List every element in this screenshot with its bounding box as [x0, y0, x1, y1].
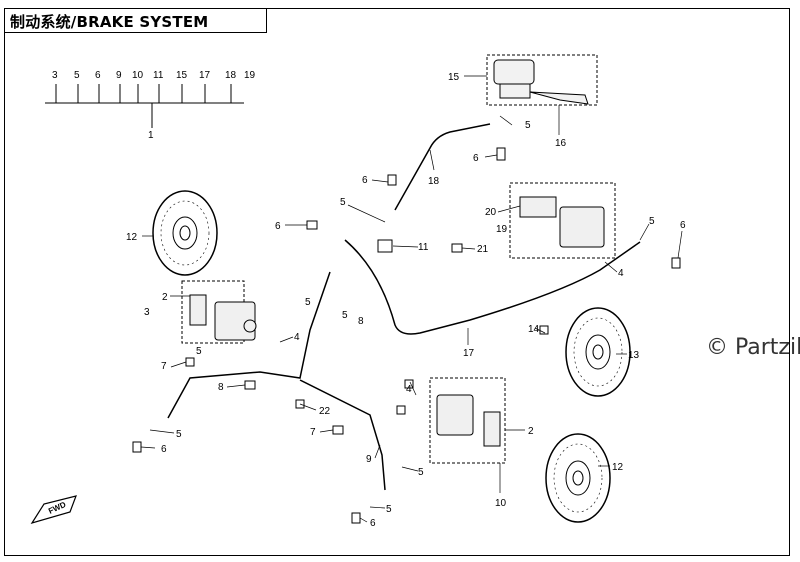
kit-bracket: [45, 84, 244, 128]
callout-6: 6: [370, 518, 376, 529]
callout-17: 17: [463, 348, 475, 359]
callout-8: 8: [218, 382, 224, 393]
callout-5: 5: [305, 297, 311, 308]
callout-4: 4: [618, 268, 624, 279]
callout-12: 12: [612, 462, 624, 473]
callout-12: 12: [126, 232, 138, 243]
watermark: © Partzilla: [706, 335, 800, 360]
callout-10: 10: [495, 498, 507, 509]
callout-13: 13: [628, 350, 640, 361]
callouts: 15 16 5 6 6 18 12 6 5 11 21 20 19 5 6 4 …: [126, 72, 686, 529]
callout-1: 1: [148, 130, 154, 141]
callout-5: 5: [176, 429, 182, 440]
callout-21: 21: [477, 244, 489, 255]
callout-4: 4: [406, 384, 412, 395]
master-cylinder: [486, 54, 598, 106]
callout-5: 5: [418, 467, 424, 478]
fasteners: [132, 147, 681, 524]
callout-14: 14: [528, 324, 540, 335]
fwd-arrow-icon: FWD: [30, 495, 77, 525]
front-disc-lower: [545, 433, 611, 523]
kit-ref-1: 5: [74, 70, 80, 81]
kit-ref-0: 3: [52, 70, 58, 81]
kit-ref-5: 11: [153, 70, 164, 81]
callout-16: 16: [555, 138, 567, 149]
callout-2: 2: [528, 426, 534, 437]
callout-22: 22: [319, 406, 331, 417]
kit-ref-4: 10: [132, 70, 144, 81]
callout-5: 5: [196, 346, 202, 357]
callout-6: 6: [473, 153, 479, 164]
callout-3: 3: [144, 307, 150, 318]
callout-5: 5: [342, 310, 348, 321]
rear-caliper: [509, 182, 616, 259]
page-title: 制动系统/BRAKE SYSTEM: [10, 13, 209, 31]
kit-ref-6: 15: [176, 70, 188, 81]
rear-disc-right: [565, 307, 631, 397]
leader-lines: [140, 75, 683, 523]
callout-5: 5: [340, 197, 346, 208]
kit-ref-labels: 3 5 6 9 10 11 15 17 18 19 1: [52, 70, 256, 141]
title-box: [4, 8, 267, 33]
callout-5: 5: [525, 120, 531, 131]
callout-15: 15: [448, 72, 460, 83]
callout-19: 19: [496, 224, 508, 235]
brake-lines: [167, 123, 641, 491]
callout-20: 20: [485, 207, 497, 218]
callout-11: 11: [418, 242, 429, 253]
callout-9: 9: [366, 454, 372, 465]
callout-8: 8: [358, 316, 364, 327]
kit-ref-2: 6: [95, 70, 101, 81]
kit-ref-9: 19: [244, 70, 256, 81]
kit-ref-8: 18: [225, 70, 237, 81]
callout-6: 6: [161, 444, 167, 455]
diagram-border: [4, 8, 790, 556]
front-disc-left: [152, 190, 218, 276]
front-left-caliper: [181, 280, 257, 344]
callout-7: 7: [310, 427, 316, 438]
kit-ref-3: 9: [116, 70, 122, 81]
callout-6: 6: [362, 175, 368, 186]
callout-4: 4: [294, 332, 300, 343]
callout-18: 18: [428, 176, 440, 187]
callout-6: 6: [275, 221, 281, 232]
front-right-caliper: [429, 377, 506, 464]
callout-6: 6: [680, 220, 686, 231]
kit-ref-7: 17: [199, 70, 211, 81]
callout-5: 5: [649, 216, 655, 227]
callout-7: 7: [161, 361, 167, 372]
callout-2: 2: [162, 292, 168, 303]
callout-5: 5: [386, 504, 392, 515]
